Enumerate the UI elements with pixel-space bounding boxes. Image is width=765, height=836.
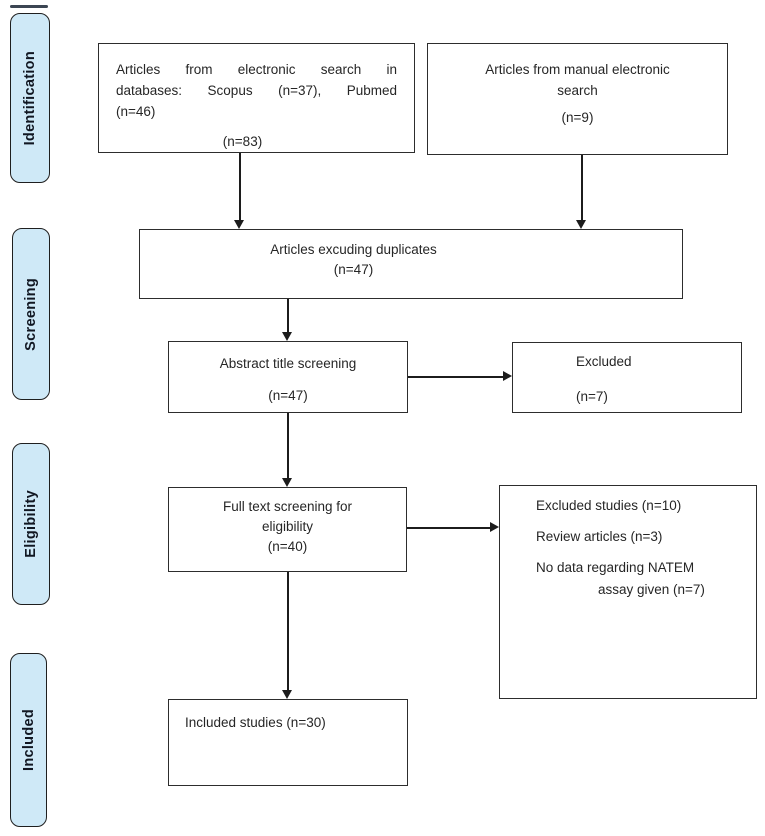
arrowhead-down-icon bbox=[282, 690, 292, 699]
box-count: (n=40) bbox=[267, 539, 308, 554]
stage-label-text: Included bbox=[20, 708, 37, 771]
cropped-shape-fragment bbox=[10, 5, 48, 8]
box-excluding-duplicates: Articles excuding duplicates (n=47) bbox=[139, 229, 683, 299]
box-text-line: Review articles (n=3) bbox=[536, 529, 663, 544]
arrow-fulltext-to-reasons bbox=[407, 527, 491, 529]
stage-label-screening: Screening bbox=[12, 228, 50, 400]
box-exclusion-reasons: Excluded studies (n=10) Review articles … bbox=[499, 485, 757, 699]
arrowhead-down-icon bbox=[576, 220, 586, 229]
box-count: (n=83) bbox=[222, 134, 263, 149]
stage-label-identification: Identification bbox=[10, 13, 50, 183]
box-count: (n=47) bbox=[333, 262, 374, 277]
box-text-line: Articles excuding duplicates bbox=[270, 242, 437, 257]
box-text-line: Excluded bbox=[576, 354, 632, 369]
box-text-line: Articles from electronic search in bbox=[116, 62, 397, 77]
box-text-line: Abstract title screening bbox=[219, 356, 357, 371]
arrowhead-down-icon bbox=[282, 332, 292, 341]
arrow-abstract-to-fulltext bbox=[287, 413, 289, 479]
arrowhead-down-icon bbox=[234, 220, 244, 229]
box-abstract-title-screening: Abstract title screening (n=47) bbox=[168, 341, 408, 413]
arrow-manual-to-duplicates bbox=[581, 155, 583, 221]
box-text-line: Full text screening for bbox=[222, 499, 353, 514]
arrow-duplicates-to-abstract bbox=[287, 299, 289, 333]
box-count: (n=47) bbox=[268, 388, 308, 403]
box-text-line: assay given (n=7) bbox=[598, 582, 705, 597]
box-text-line: databases: Scopus (n=37), Pubmed bbox=[116, 83, 397, 98]
stage-label-text: Screening bbox=[23, 277, 39, 351]
box-text-line: eligibility bbox=[261, 519, 314, 534]
box-included-studies: Included studies (n=30) bbox=[168, 699, 408, 786]
box-count: (n=9) bbox=[561, 110, 594, 125]
stage-label-eligibility: Eligibility bbox=[12, 443, 50, 605]
arrow-electronic-to-duplicates bbox=[239, 153, 241, 221]
box-text-line: Articles from manual electronic bbox=[485, 62, 670, 77]
box-text-line: Excluded studies (n=10) bbox=[536, 498, 682, 513]
box-fulltext-screening: Full text screening for eligibility (n=4… bbox=[168, 487, 407, 572]
box-electronic-search: Articles from electronic search in datab… bbox=[98, 43, 415, 153]
arrowhead-right-icon bbox=[503, 371, 512, 381]
box-text-line: Included studies (n=30) bbox=[185, 715, 326, 730]
stage-label-included: Included bbox=[10, 653, 47, 827]
arrow-fulltext-to-included bbox=[287, 572, 289, 691]
arrow-abstract-to-excluded bbox=[408, 376, 504, 378]
box-excluded: Excluded (n=7) bbox=[512, 342, 742, 413]
arrowhead-right-icon bbox=[490, 522, 499, 532]
box-count: (n=7) bbox=[576, 389, 608, 404]
stage-label-text: Eligibility bbox=[23, 490, 39, 558]
box-text-line: search bbox=[557, 83, 598, 98]
arrowhead-down-icon bbox=[282, 478, 292, 487]
box-text-line: No data regarding NATEM bbox=[536, 560, 695, 575]
box-manual-search: Articles from manual electronic search (… bbox=[427, 43, 728, 155]
stage-label-text: Identification bbox=[22, 50, 38, 146]
box-text-line: (n=46) bbox=[116, 104, 156, 119]
